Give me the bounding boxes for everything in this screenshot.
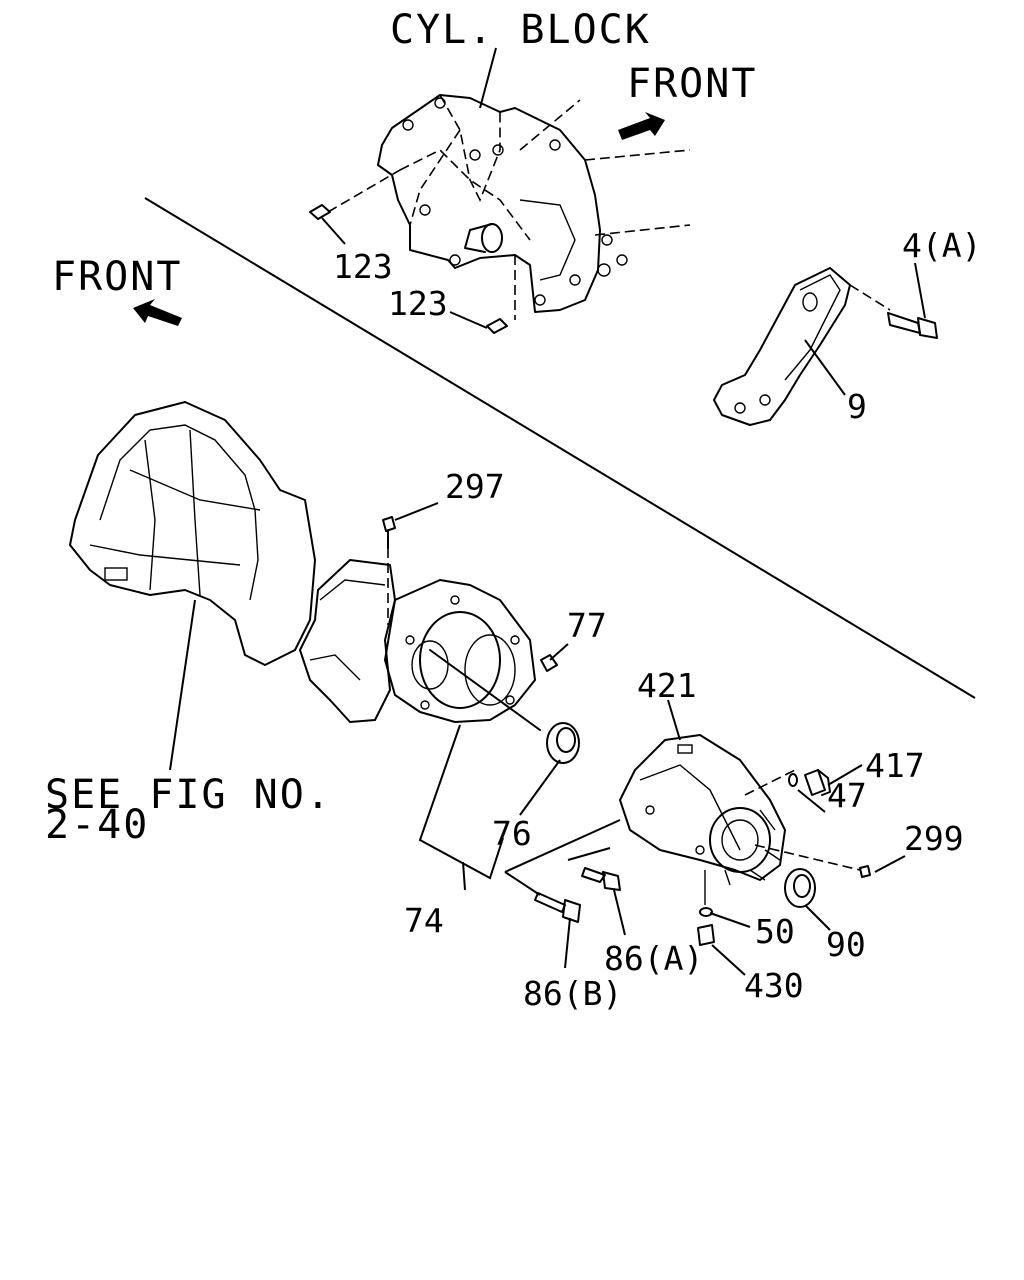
callout-421: 421 — [637, 666, 697, 705]
callout-123b: 123 — [388, 284, 448, 323]
dowel-pin-123a — [309, 204, 331, 220]
stud-86b — [534, 892, 581, 923]
callout-4a: 4(A) — [902, 226, 981, 265]
pin-77 — [540, 654, 558, 672]
bolt-86a — [581, 867, 621, 891]
callout-123a: 123 — [333, 247, 393, 286]
mounting-bracket-9 — [713, 267, 891, 426]
callout-74: 74 — [404, 901, 444, 940]
callout-417: 417 — [865, 746, 925, 785]
dowel-pin-123b — [486, 318, 508, 334]
drain-plug-430 — [697, 924, 715, 946]
section-divider-line — [144, 197, 976, 699]
callout-86a: 86(A) — [604, 939, 703, 978]
washer-47 — [788, 773, 798, 787]
front-label-left: FRONT — [52, 254, 182, 300]
leader-lines — [169, 47, 926, 976]
see-fig-number: 2-40 — [45, 802, 149, 848]
cylinder-block-drawing — [327, 94, 691, 320]
callout-9: 9 — [847, 387, 867, 426]
callout-76: 76 — [492, 814, 532, 853]
callout-430: 430 — [744, 966, 804, 1005]
callout-90: 90 — [826, 925, 866, 964]
transmission-bell-housing — [69, 401, 316, 666]
front-label-top: FRONT — [627, 61, 757, 107]
oil-seal-76 — [546, 722, 580, 764]
washer-50 — [699, 907, 713, 917]
transfer-case-421 — [619, 734, 861, 905]
callout-299: 299 — [904, 819, 964, 858]
bolt-297 — [382, 516, 396, 625]
oil-seal-90 — [784, 868, 816, 908]
callout-86b: 86(B) — [523, 974, 622, 1013]
callout-50: 50 — [755, 912, 795, 951]
callout-47: 47 — [827, 776, 867, 815]
front-arrow-top-icon — [618, 112, 665, 140]
plug-299 — [859, 865, 871, 878]
transmission-case — [299, 559, 396, 723]
cyl-block-label: CYL. BLOCK — [390, 7, 651, 53]
callout-77: 77 — [567, 606, 607, 645]
callout-297: 297 — [445, 467, 505, 506]
adapter-housing-74 — [384, 579, 541, 731]
bolt-4a — [887, 312, 938, 339]
front-arrow-left-icon — [133, 299, 182, 326]
see-fig-label: SEE FIG NO. — [45, 772, 332, 818]
